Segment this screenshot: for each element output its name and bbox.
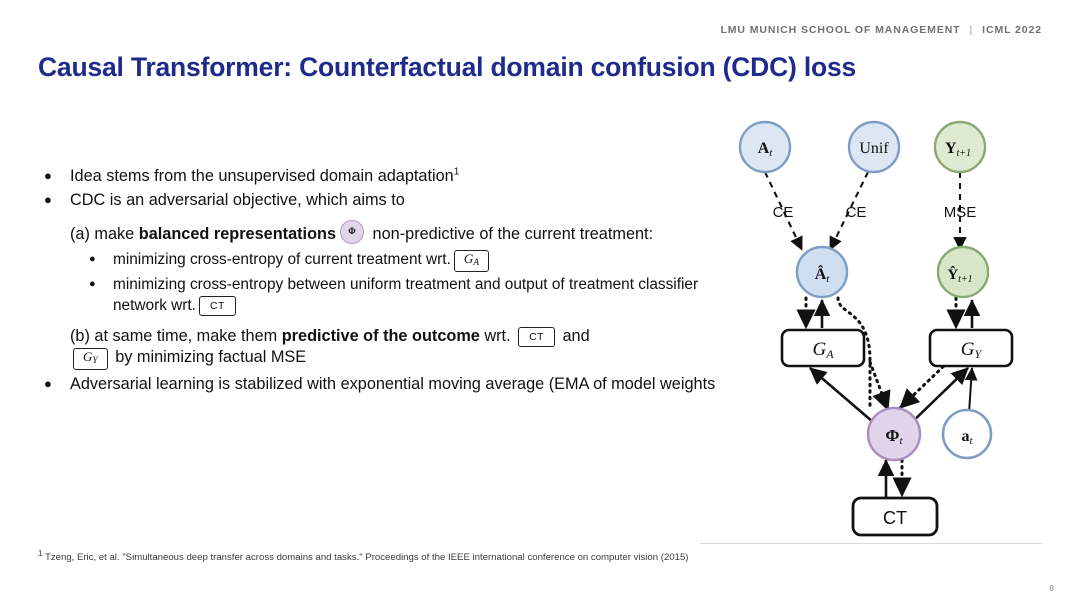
node-a-t <box>738 120 792 174</box>
bullet-marker: ● <box>89 277 96 290</box>
token-g-y-sub: Y <box>92 356 98 367</box>
bullet-2-label: CDC is an adversarial objective, which a… <box>70 190 405 209</box>
edge-unif-to-ahat <box>829 171 869 251</box>
list-item: ● Idea stems from the unsupervised domai… <box>44 166 744 188</box>
sub-bullet-1-label: minimizing cross-entropy of current trea… <box>113 251 451 269</box>
edge-phi-to-ga <box>809 367 881 429</box>
phi-badge-sub: t <box>351 228 353 237</box>
bullet-marker: ● <box>89 253 96 266</box>
item-b-suffix: by minimizing factual MSE <box>110 348 307 367</box>
token-ct-2: CT <box>518 326 555 347</box>
bullet-3-label: Adversarial learning is stabilized with … <box>70 375 716 394</box>
box-ct-label: CT <box>883 508 907 528</box>
item-a-bold: balanced representations <box>138 225 337 244</box>
node-y-t1 <box>933 120 987 174</box>
node-unif <box>847 120 901 174</box>
page-number: 8 <box>1049 583 1054 593</box>
box-ct <box>851 496 939 537</box>
token-g-y-label: G <box>83 349 93 365</box>
bullet-1-text: Idea stems from the unsupervised domain … <box>70 166 744 188</box>
box-g-a <box>780 328 866 368</box>
bullet-marker: ● <box>44 191 52 207</box>
token-ct-1: CT <box>198 295 236 316</box>
footnote: 1 Tzeng, Eric, et al. "Simultaneous deep… <box>38 548 938 565</box>
list-item: ● CDC is an adversarial objective, which… <box>44 190 744 212</box>
box-g-y <box>928 328 1014 368</box>
header-separator: | <box>969 24 974 36</box>
edge-label-mse: MSE <box>944 204 977 221</box>
list-item: ● minimizing cross-entropy of current tr… <box>89 250 744 272</box>
footnote-text: Tzeng, Eric, et al. "Simultaneous deep t… <box>44 552 689 563</box>
footnote-marker: 1 <box>38 548 43 558</box>
item-b-and: and <box>557 326 590 345</box>
bullet-marker: ● <box>44 168 52 183</box>
item-a-suffix: non-predictive of the current treatment: <box>368 225 654 244</box>
item-b-mid: wrt. <box>479 326 516 345</box>
edge-grad-right-to-phi <box>898 360 950 410</box>
cdc-architecture-diagram: At Unif Yt+1 CE CE MSE Ât Ŷt+1 GA GY Φt … <box>720 110 1050 540</box>
item-b-prefix: (b) at same time, make them <box>70 326 282 345</box>
node-a-hat <box>795 245 849 299</box>
list-item: ● minimizing cross-entropy between unifo… <box>89 275 744 317</box>
content-body: ● Idea stems from the unsupervised domai… <box>44 166 744 398</box>
page-title: Causal Transformer: Counterfactual domai… <box>38 52 857 82</box>
token-g-a: GA <box>453 250 490 272</box>
token-g-y: GY <box>73 348 108 371</box>
sub-bullet-list: ● minimizing cross-entropy of current tr… <box>89 250 744 317</box>
phi-badge-label: Φ <box>348 226 356 237</box>
list-item: ● Adversarial learning is stabilized wit… <box>44 374 744 396</box>
bullet-1-label: Idea stems from the unsupervised domain … <box>70 167 454 185</box>
edge-ahat-grad-path <box>836 296 872 412</box>
edge-label-ce-left: CE <box>773 204 794 221</box>
node-y-hat <box>936 245 990 299</box>
sub-bullet-2-label: minimizing cross-entropy between uniform… <box>113 275 699 314</box>
edge-label-ce-mid: CE <box>846 204 867 221</box>
sub-bullet-1-text: minimizing cross-entropy of current trea… <box>113 250 744 272</box>
edge-grad-left-to-phi <box>868 360 891 412</box>
node-phi-t <box>866 406 922 462</box>
sub-bullet-2-text: minimizing cross-entropy between uniform… <box>113 275 744 317</box>
item-b-paragraph: (b) at same time, make them predictive o… <box>70 326 744 371</box>
edge-phi-to-gy <box>905 367 969 429</box>
header-venue: ICML 2022 <box>982 24 1042 36</box>
footnote-divider <box>700 543 1042 544</box>
bullet-marker: ● <box>44 376 52 392</box>
header-institution: LMU MUNICH SCHOOL OF MANAGEMENT <box>720 24 961 36</box>
footnote-ref: 1 <box>453 166 460 178</box>
node-a-t-small <box>941 408 993 460</box>
header-brandbar: LMU MUNICH SCHOOL OF MANAGEMENT | ICML 202… <box>720 24 1042 36</box>
token-g-a-sub: A <box>473 258 480 269</box>
item-a-prefix: (a) make <box>70 225 139 244</box>
edge-at-to-ahat <box>764 171 803 251</box>
token-g-a-label: G <box>463 251 474 267</box>
item-b-bold: predictive of the outcome <box>281 326 480 345</box>
node-unif-label: Unif <box>859 140 889 157</box>
node-phi-t-label: Φt <box>885 426 903 447</box>
